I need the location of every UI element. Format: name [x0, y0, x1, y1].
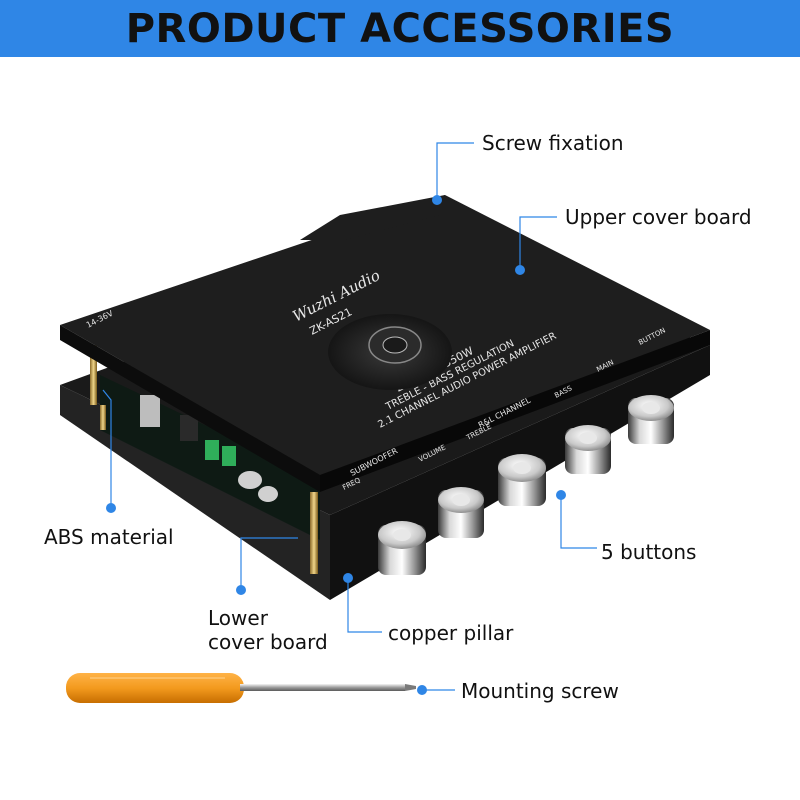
callout-abs-material: ABS material	[44, 525, 174, 549]
callout-screw-fixation: Screw fixation	[482, 131, 624, 155]
callout-upper-cover-board: Upper cover board	[565, 205, 752, 229]
callout-dots	[106, 195, 566, 695]
knob-3	[498, 454, 546, 506]
header-banner: PRODUCT ACCESSORIES	[0, 0, 800, 57]
knob-1	[378, 521, 426, 575]
knob-5	[628, 395, 674, 444]
callout-lines	[102, 142, 597, 691]
cooling-fan	[328, 314, 452, 390]
callout-lower-line2: cover board	[208, 630, 328, 654]
screwdriver	[66, 673, 416, 703]
callout-five-buttons: 5 buttons	[601, 540, 697, 564]
page-title: PRODUCT ACCESSORIES	[125, 6, 675, 52]
callout-mounting-screw: Mounting screw	[461, 679, 619, 703]
knob-2	[438, 487, 484, 538]
copper-pillars	[90, 345, 318, 574]
circuit-components	[100, 375, 320, 540]
callout-copper-pillar: copper pillar	[388, 621, 514, 645]
callout-lower-line1: Lower	[208, 606, 268, 630]
callout-lower-cover-board: Lower cover board	[208, 606, 328, 654]
knob-4	[565, 425, 611, 474]
